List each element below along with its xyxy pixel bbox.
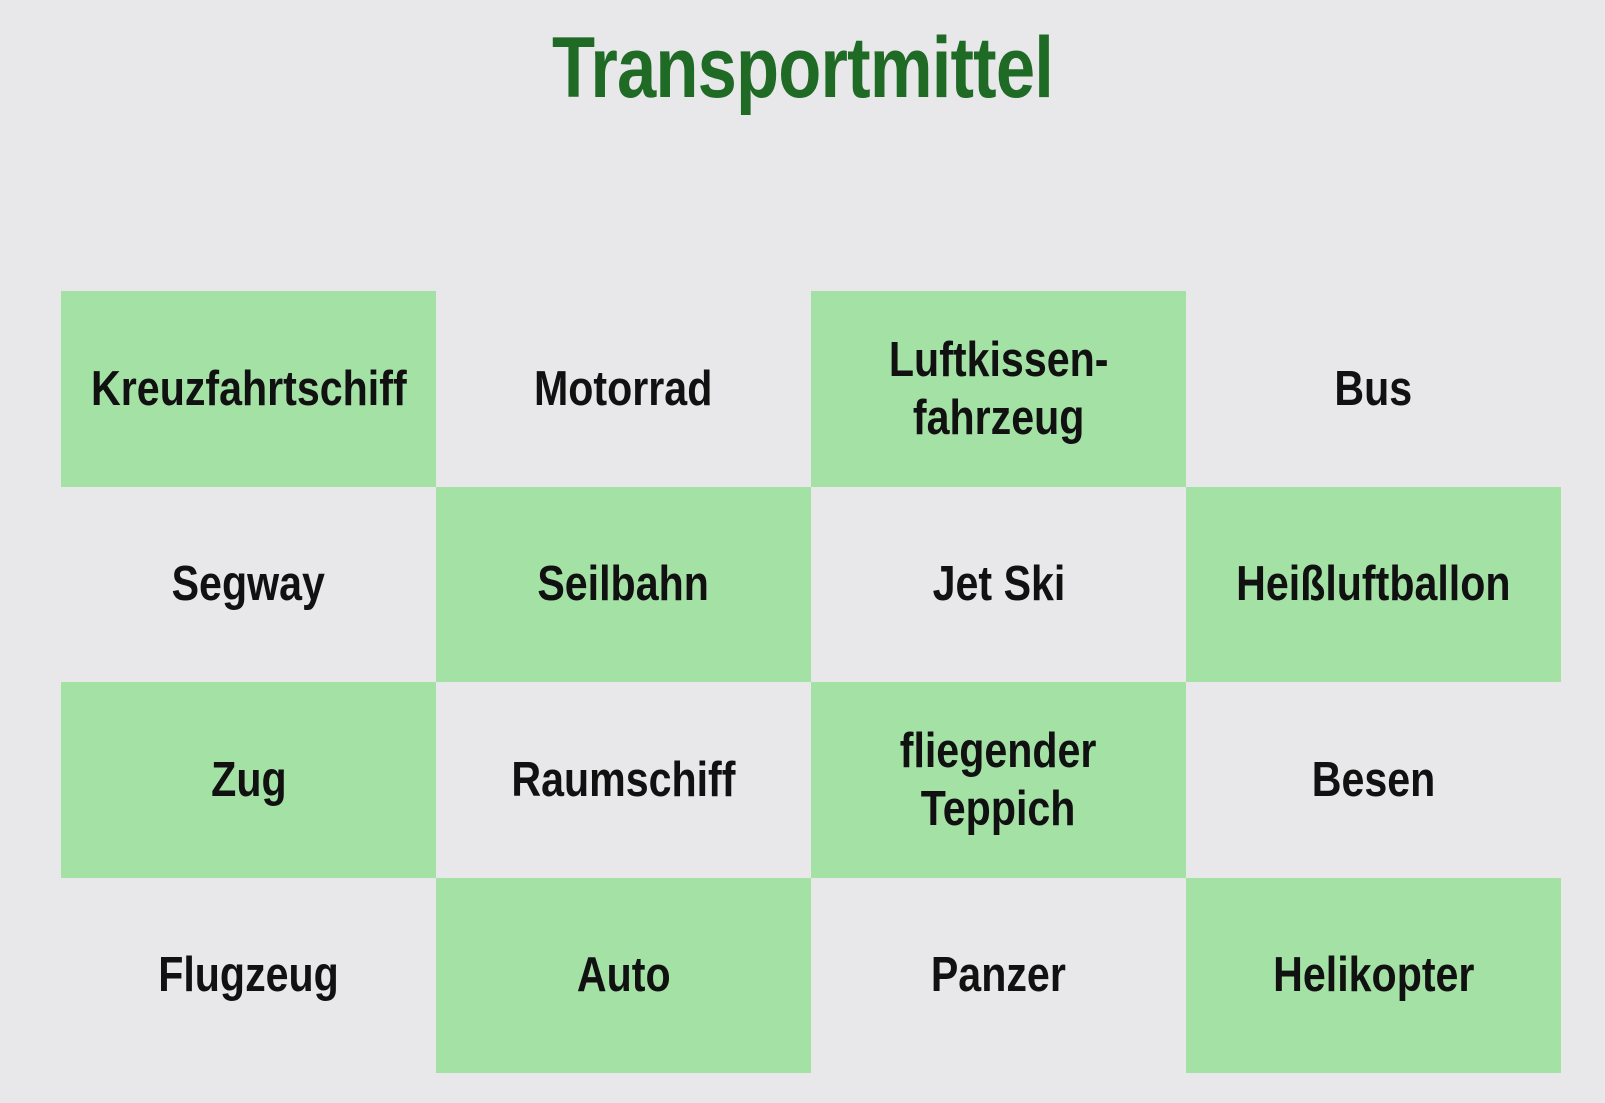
grid-cell: Zug: [61, 682, 436, 878]
cell-label: Bus: [1334, 361, 1413, 416]
cell-label: Raumschiff: [511, 752, 736, 807]
grid-cell: Panzer: [811, 878, 1186, 1074]
cell-label: Jet Ski: [932, 557, 1065, 612]
cell-label: Zug: [210, 752, 287, 807]
cell-label: Motorrad: [534, 361, 713, 416]
cell-label: Flugzeug: [158, 948, 339, 1003]
page-title: Transportmittel: [551, 20, 1054, 116]
cell-label: Panzer: [931, 948, 1066, 1003]
grid-cell: Segway: [61, 487, 436, 683]
cell-label: Helikopter: [1272, 948, 1475, 1003]
grid-cell: Helikopter: [1186, 877, 1561, 1073]
cell-label: Kreuzfahrtschiff: [90, 361, 407, 416]
grid-cell: Auto: [436, 877, 811, 1073]
grid-cell: Bus: [1186, 291, 1561, 487]
cell-label: Luftkissen- fahrzeug: [888, 332, 1109, 445]
grid-cell: Raumschiff: [436, 682, 811, 878]
grid-cell: Kreuzfahrtschiff: [61, 291, 436, 487]
grid-cell: Flugzeug: [61, 878, 436, 1074]
cell-label: Segway: [171, 557, 326, 612]
grid-cell: Luftkissen- fahrzeug: [811, 291, 1186, 487]
cell-label: Seilbahn: [537, 557, 710, 612]
grid-cell: Motorrad: [436, 291, 811, 487]
transport-grid: Kreuzfahrtschiff Motorrad Luftkissen- fa…: [61, 291, 1561, 1073]
grid-cell: fliegender Teppich: [811, 682, 1186, 878]
grid-cell: Jet Ski: [811, 487, 1186, 683]
grid-cell: Besen: [1186, 682, 1561, 878]
cell-label: Heißluftballon: [1236, 557, 1511, 612]
cell-label: fliegender Teppich: [900, 723, 1097, 836]
cell-label: Auto: [576, 948, 671, 1003]
cell-label: Besen: [1311, 752, 1436, 807]
grid-cell: Heißluftballon: [1186, 486, 1561, 682]
grid-cell: Seilbahn: [436, 486, 811, 682]
